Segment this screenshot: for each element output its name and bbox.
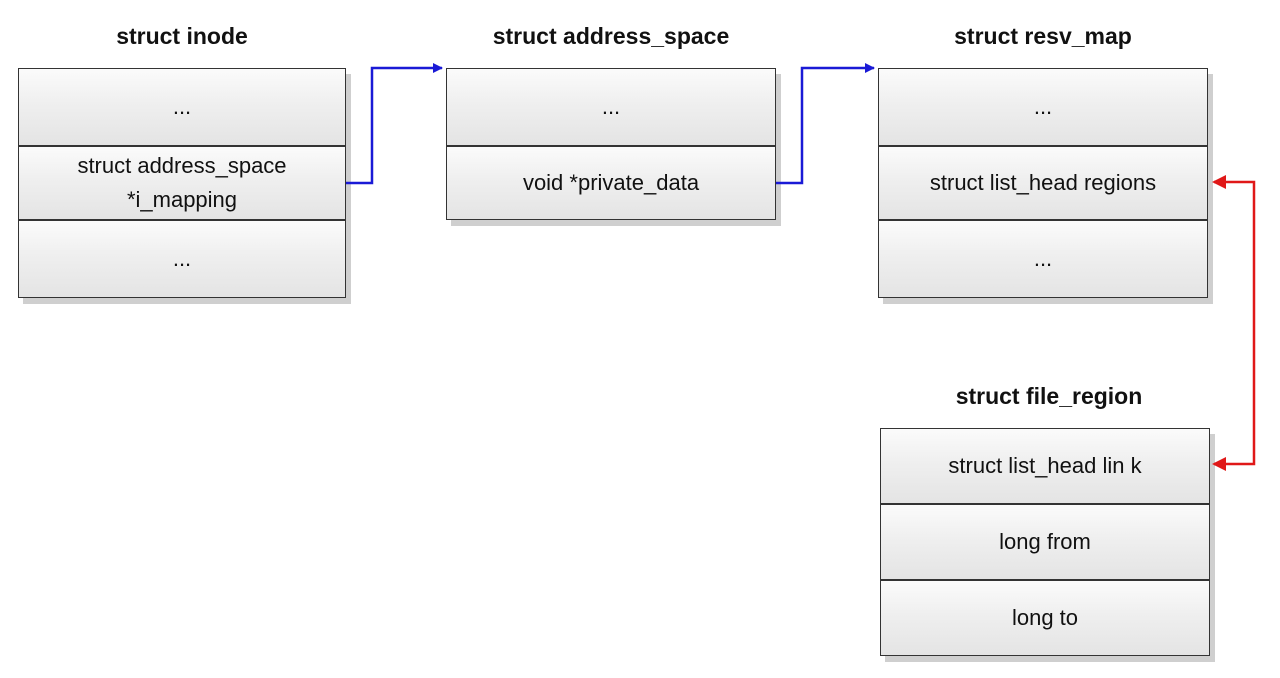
address-space-title: struct address_space xyxy=(492,23,730,49)
resv-map-field-0: ... xyxy=(878,68,1208,146)
private-data-pointer-arrow xyxy=(776,63,875,185)
file-region-field-to: long to xyxy=(880,580,1210,656)
i-mapping-pointer-arrow xyxy=(346,63,443,185)
resv-map-title: struct resv_map xyxy=(954,23,1132,49)
inode-field-i-mapping: struct address_space *i_mapping xyxy=(18,146,346,220)
file-region-field-from: long from xyxy=(880,504,1210,580)
file-region-field-link-text: struct list_head lin k xyxy=(948,453,1142,478)
address-space-field-0-text: ... xyxy=(601,94,621,119)
address-space-field-private-data-text: void *private_data xyxy=(522,170,700,195)
inode-title: struct inode xyxy=(116,23,248,49)
link-arrowhead xyxy=(1212,457,1226,471)
file-region-field-from-text: long from xyxy=(999,529,1091,554)
regions-arrowhead xyxy=(1212,175,1226,189)
file-region-field-to-text: long to xyxy=(1011,605,1079,630)
regions-link-double-arrow xyxy=(1214,180,1256,466)
address-space-field-0: ... xyxy=(446,68,776,146)
resv-map-field-2-text: ... xyxy=(1033,246,1053,271)
resv-map-field-regions-text: struct list_head regions xyxy=(929,170,1157,195)
inode-field-0-text: ... xyxy=(172,94,192,119)
file-region-field-link: struct list_head lin k xyxy=(880,428,1210,504)
inode-field-0: ... xyxy=(18,68,346,146)
inode-field-i-mapping-text: struct address_space *i_mapping xyxy=(77,153,287,212)
address-space-field-private-data: void *private_data xyxy=(446,146,776,220)
inode-field-2: ... xyxy=(18,220,346,298)
inode-field-2-text: ... xyxy=(172,246,192,271)
resv-map-field-2: ... xyxy=(878,220,1208,298)
file-region-title: struct file_region xyxy=(955,383,1143,409)
resv-map-field-0-text: ... xyxy=(1033,94,1053,119)
resv-map-field-regions: struct list_head regions xyxy=(878,146,1208,220)
